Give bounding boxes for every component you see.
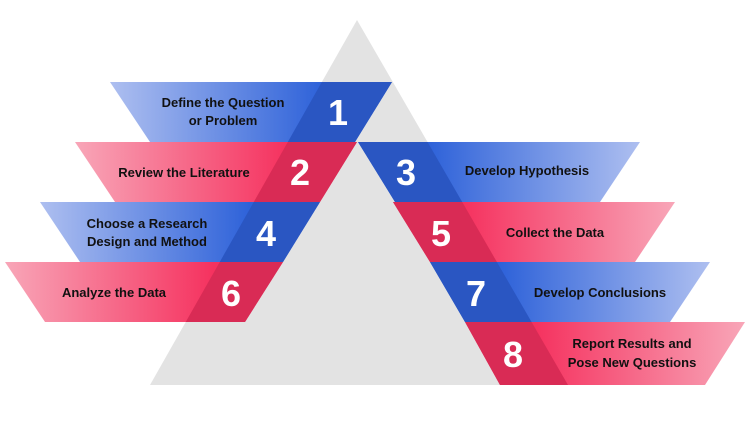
step-label: or Problem <box>189 113 258 128</box>
step-number: 6 <box>221 273 241 314</box>
svg-text:Design and Method: Design and Method <box>87 234 207 249</box>
step-5: Collect the Data 5 <box>431 213 605 254</box>
step-label: Define the Question <box>162 95 285 110</box>
step-label: Develop Hypothesis <box>465 163 589 178</box>
step-1: Define the Question or Problem 1 <box>162 92 348 133</box>
step-label: Collect the Data <box>506 225 605 240</box>
step-number: 7 <box>466 273 486 314</box>
svg-text:or Problem: or Problem <box>189 113 258 128</box>
step-3: Develop Hypothesis 3 <box>396 152 589 193</box>
step-number: 1 <box>328 92 348 133</box>
step-number: 5 <box>431 213 451 254</box>
svg-text:Choose a Research: Choose a Research <box>87 216 208 231</box>
step-number: 2 <box>290 152 310 193</box>
step-8-overlap <box>465 322 568 385</box>
step-2: Review the Literature 2 <box>118 152 310 193</box>
step-8: Report Results and Pose New Questions 8 <box>503 334 696 375</box>
step-label: Review the Literature <box>118 165 250 180</box>
step-number: 4 <box>256 213 276 254</box>
step-7-overlap <box>430 262 568 322</box>
step-label: Analyze the Data <box>62 285 167 300</box>
step-label: Report Results and <box>572 336 691 351</box>
step-label: Pose New Questions <box>568 355 697 370</box>
svg-text:Pose New Questions: Pose New Questions <box>568 355 697 370</box>
step-4: Choose a Research Design and Method 4 <box>87 213 276 254</box>
step-6: Analyze the Data 6 <box>62 273 241 314</box>
svg-text:Report Results and: Report Results and <box>572 336 691 351</box>
step-label: Develop Conclusions <box>534 285 666 300</box>
step-6-overlap <box>150 262 283 322</box>
step-7: Develop Conclusions 7 <box>466 273 666 314</box>
step-label: Choose a Research <box>87 216 208 231</box>
svg-text:Define the Question: Define the Question <box>162 95 285 110</box>
step-number: 8 <box>503 334 523 375</box>
step-number: 3 <box>396 152 416 193</box>
step-label: Design and Method <box>87 234 207 249</box>
